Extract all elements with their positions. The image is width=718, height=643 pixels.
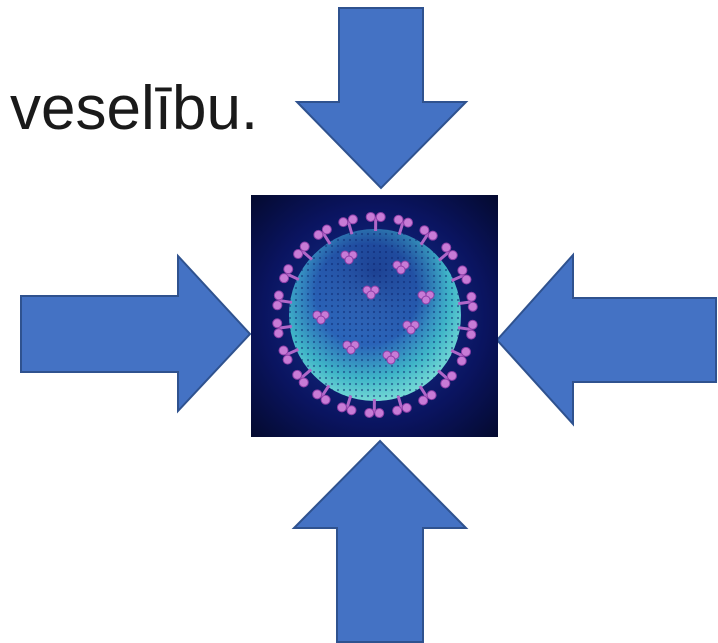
virus-spike-head [314, 230, 323, 239]
virus-spike-head [447, 371, 456, 380]
coronavirus-image [251, 195, 498, 437]
slide-text: veselību. [10, 78, 258, 140]
virus-spike-head [345, 256, 353, 264]
virus-spike-head [365, 408, 374, 417]
virus-spike-head [348, 215, 357, 224]
virus-spike-head [422, 296, 430, 304]
coronavirus-icon [251, 195, 498, 437]
arrow-down-top [296, 8, 468, 190]
virus-spike-head [366, 212, 375, 221]
virus-spike-head [284, 265, 293, 274]
virus-spike-head [321, 395, 330, 404]
virus-spike-head [404, 218, 413, 227]
virus-spike-head [407, 326, 415, 334]
virus-spike-head [274, 291, 283, 300]
virus-spike-head [375, 409, 384, 418]
virus-spike-head [442, 243, 451, 252]
virus-spike-head [458, 266, 467, 275]
virus-spike-head [462, 275, 471, 284]
virus-spike-head [274, 329, 283, 338]
virus-spike-head [322, 225, 331, 234]
virus-spike-head [467, 292, 476, 301]
virus-spike-head [419, 396, 428, 405]
virus-spike-head [293, 370, 302, 379]
virus-spike-head [280, 274, 289, 283]
virus-spike-head [300, 242, 309, 251]
virus-spike-head [420, 226, 429, 235]
virus-spike-head [402, 403, 411, 412]
virus-spike-head [427, 391, 436, 400]
virus-spike-head [468, 302, 477, 311]
virus-spike-head [441, 379, 450, 388]
arrow-up-bottom [292, 440, 468, 643]
virus-spike-head [339, 218, 348, 227]
virus-spike-head [283, 355, 292, 364]
virus-spike-head [387, 356, 395, 364]
virus-spike-head [294, 250, 303, 259]
virus-spike-head [457, 356, 466, 365]
arrow-right-left [20, 255, 252, 413]
virus-spike-head [461, 347, 470, 356]
virus-spike-head [347, 406, 356, 415]
virus-spike-head [313, 390, 322, 399]
virus-spike-head [397, 266, 405, 274]
virus-spike-head [337, 403, 346, 412]
virus-spike-head [317, 316, 325, 324]
arrow-left-right [496, 254, 718, 426]
virus-spike-head [273, 319, 282, 328]
virus-spike-head [279, 346, 288, 355]
virus-spike-head [468, 320, 477, 329]
virus-spike-head [393, 406, 402, 415]
virus-spike-head [467, 330, 476, 339]
virus-spike-head [347, 346, 355, 354]
virus-spike-head [367, 291, 375, 299]
virus-spike-head [394, 215, 403, 224]
virus-spike-head [273, 301, 282, 310]
virus-spike-head [428, 231, 437, 240]
virus-spike-head [448, 251, 457, 260]
virus-spike-head [376, 213, 385, 222]
virus-spike-head [299, 378, 308, 387]
